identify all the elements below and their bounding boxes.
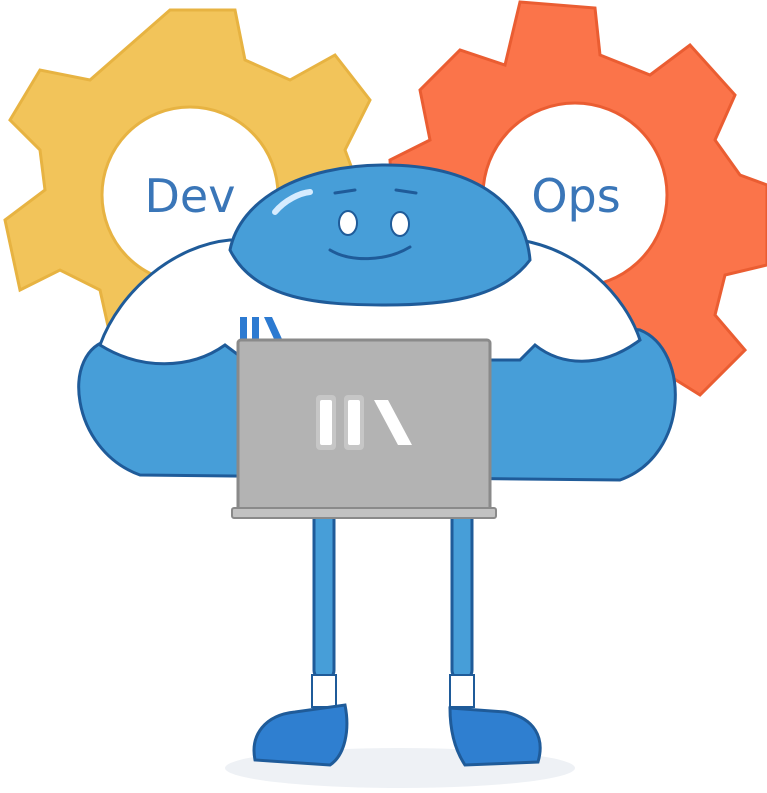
mascot-head [228, 163, 532, 307]
ops-gear-label: Ops [531, 169, 620, 223]
right-shoe [448, 706, 542, 767]
left-shoe [252, 703, 349, 767]
dev-gear-label: Dev [145, 169, 236, 223]
shirt-logo-icon [240, 317, 282, 339]
right-leg [450, 498, 474, 682]
left-leg [312, 498, 336, 682]
right-eye [390, 211, 410, 237]
left-eye [338, 210, 358, 236]
laptop-logo-icon [316, 395, 412, 450]
laptop-base [231, 507, 497, 519]
laptop-icon [231, 338, 497, 519]
mascot-mouth [328, 245, 412, 261]
